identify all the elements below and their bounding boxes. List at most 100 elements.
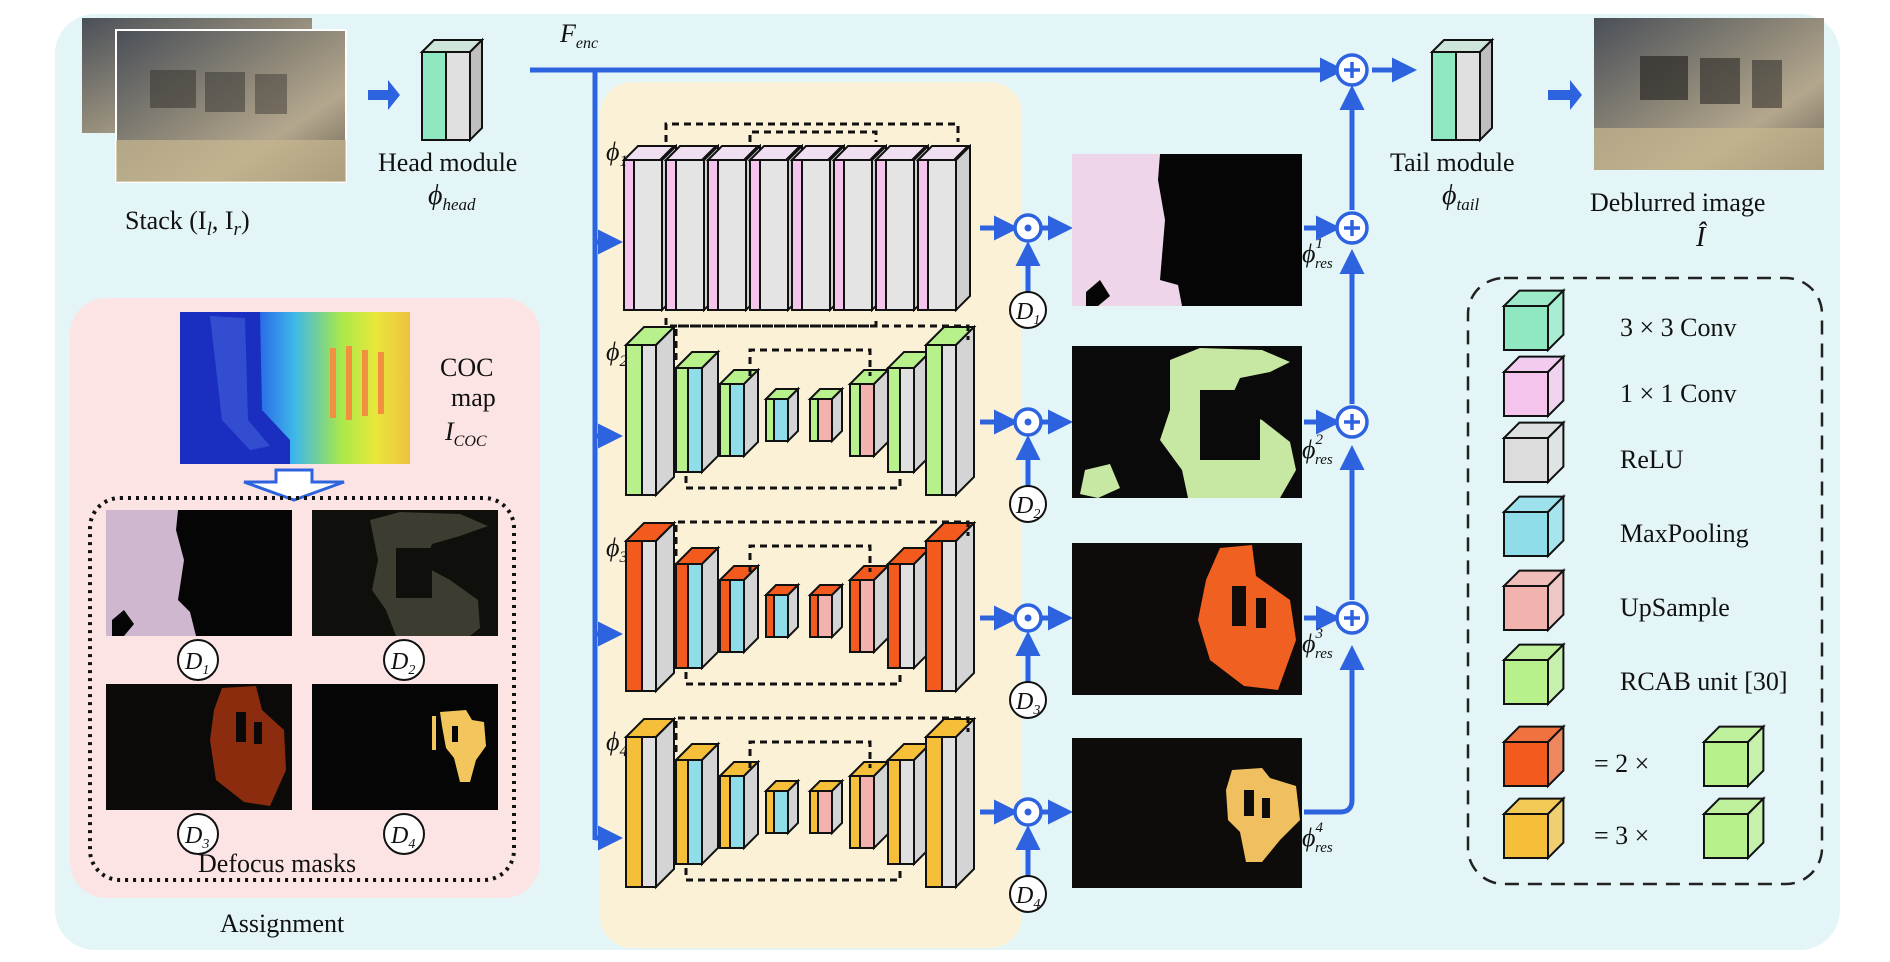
assignment-mask-label-4: D4 [383,813,425,855]
green-cube-icon [1501,642,1566,707]
tail-module-label: Tail module [1390,148,1515,177]
defocus-mask-1 [106,510,292,636]
svg-text:D4: D4 [390,823,415,852]
mask-label-d2: D2 [1009,485,1047,523]
branch-1-blocks [621,122,971,328]
branch-3-layer [885,545,933,671]
branch-2-blocks [623,324,977,498]
legend-item: RCAB unit [30] [1501,642,1788,707]
svg-text:D1: D1 [184,649,209,678]
residual-image-1 [1072,154,1302,306]
mask-label-d1: D1 [1009,291,1047,329]
green-cube-icon [1701,796,1766,861]
assignment-title: Assignment [220,909,345,938]
branch-label-2: ϕ2 [606,337,627,370]
encoder-lines [530,57,1345,851]
plus-icon [1335,53,1369,87]
branch-2-layer [885,349,933,475]
branch-4-layer [763,778,801,836]
residual-image-2 [1072,346,1302,498]
defocus-masks-box [88,496,516,882]
legend-item: UpSample [1501,568,1730,633]
coc-label-2: map [451,383,496,412]
legend-item-label: ReLU [1620,445,1684,474]
coc-label-1: COC [440,353,493,382]
branch-4-layer [717,759,761,851]
branch-3-layer [673,545,721,671]
branch-4-layer [623,716,677,890]
branch-label-4: ϕ4 [606,727,627,760]
output-symbol: Î [1695,222,1708,253]
branch-labels: ϕ1 ϕ2 ϕ3 ϕ4 [606,137,627,760]
mask-label-d3: D3 [1009,681,1047,719]
tail-module-symbol: ϕtail [1442,180,1479,214]
branch-3-layer [807,582,845,640]
assignment-mask-label-3: D3 [177,813,219,855]
arrow-tail-to-output [1548,80,1582,110]
legend-item: ReLU [1501,420,1684,485]
mask-op-3: D3 [980,603,1073,719]
svg-text:D3: D3 [184,823,209,852]
branch-3-layer [847,563,891,655]
mask-label-d4: D4 [1009,875,1047,913]
legend-item: = 3 × [1501,796,1766,861]
green-cube-icon [1701,724,1766,789]
branch-blocks [621,122,977,890]
branch-2-layer [763,386,801,444]
odot-icon [1013,407,1043,437]
svg-text:D1: D1 [1015,299,1040,328]
cyan-cube-icon [1501,494,1566,559]
branch-4-layer [885,741,933,867]
defocus-mask-2 [312,510,498,636]
teal-cube-icon [1501,288,1566,353]
branch-2-layer [923,324,977,498]
input-stack-image [82,18,347,183]
gray-cube-icon [1501,420,1566,485]
branch-3-layer [623,520,677,694]
legend-item: = 2 × [1501,724,1766,789]
mask-op-4: D4 [980,797,1073,913]
red-cube-icon [1501,724,1566,789]
branch-3-layer [763,582,801,640]
legend-item: 3 × 3 Conv [1501,288,1737,353]
coc-label-symbol: ICOC [444,417,487,450]
legend-item-label: RCAB unit [30] [1620,667,1788,696]
assignment-mask-label-2: D2 [383,639,425,681]
svg-text:D2: D2 [1015,493,1040,522]
branch-label-3: ϕ3 [606,533,627,566]
coc-map-image [180,312,410,464]
head-module-label: Head module [378,148,517,177]
odot-icon [1013,797,1043,827]
mask-op-2: D2 [980,407,1073,523]
coc-down-arrow [243,468,345,502]
branch-4-blocks [623,716,977,890]
legend-box [1466,276,1824,886]
yellow-cube-icon [1501,796,1566,861]
svg-text:D4: D4 [1015,883,1040,912]
legend-item: 1 × 1 Conv [1501,354,1737,419]
svg-text:D3: D3 [1015,689,1040,718]
odot-icon [1013,603,1043,633]
branch-label-1: ϕ1 [606,137,627,170]
branch-1-layer [915,143,971,313]
arrow-input-to-head [368,80,400,110]
legend-item-label: = 2 × [1594,749,1649,778]
plus-icon [1335,211,1369,245]
input-label: Stack (Il, Ir) [125,206,250,240]
branch-2-layer [623,324,677,498]
branch-4-layer [807,778,845,836]
plus-icon [1335,405,1369,439]
legend-item-label: UpSample [1620,593,1730,622]
salmon-cube-icon [1501,568,1566,633]
legend-item-label: 3 × 3 Conv [1620,313,1737,342]
residual-image-4 [1072,738,1302,888]
branch-3-blocks [623,520,977,694]
svg-text:D2: D2 [390,649,415,678]
